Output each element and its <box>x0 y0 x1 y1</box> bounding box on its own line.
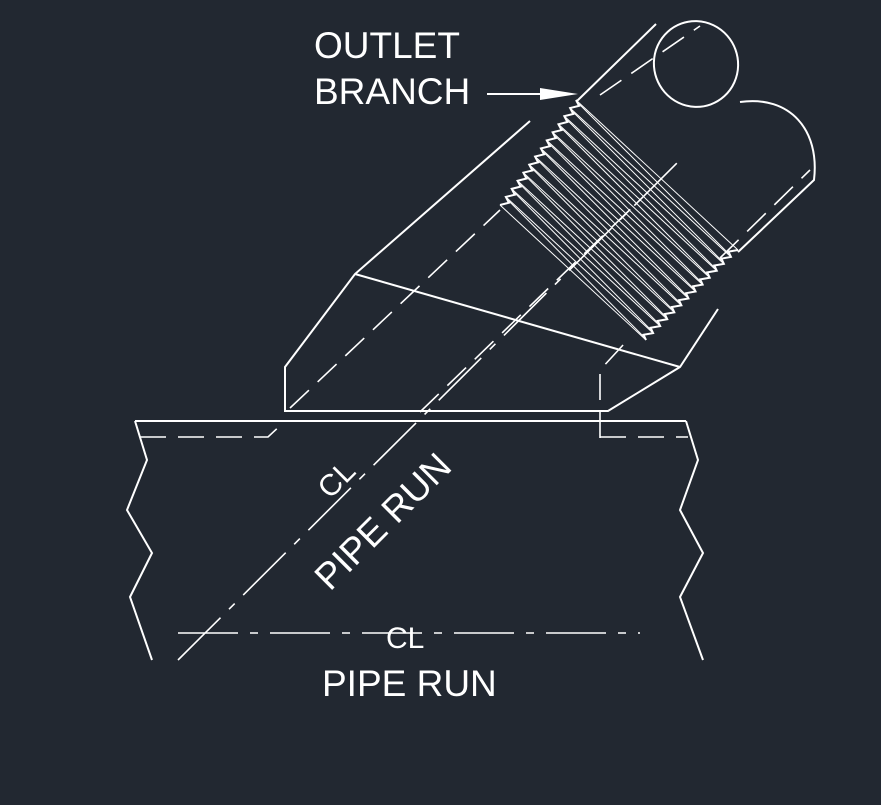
pipe-run <box>125 420 705 661</box>
outlet-hidden-bore-left <box>289 209 501 409</box>
thread-line <box>520 184 659 324</box>
thread-left-edge <box>499 99 581 206</box>
outlet-hidden-bore-mid <box>419 199 641 413</box>
thread-line <box>563 115 725 265</box>
thread-section <box>499 99 739 341</box>
run-centerline-symbol: CL <box>386 622 424 655</box>
thread-line <box>561 127 708 275</box>
thread-line <box>543 152 687 296</box>
thread-line <box>558 123 718 272</box>
thread-line <box>569 107 732 258</box>
branch-pipe-hidden-top <box>599 25 701 96</box>
thread-line <box>505 196 654 334</box>
branch-centerline-label: CL <box>312 454 362 504</box>
branch-pipe-break-curve <box>737 100 816 253</box>
thread-line <box>549 144 694 289</box>
thread-line <box>499 204 647 341</box>
thread-line <box>517 180 668 320</box>
label-outlet: OUTLET <box>314 25 460 66</box>
branch-centerline <box>177 159 681 661</box>
thread-line <box>540 148 696 292</box>
thread-line <box>575 99 739 251</box>
pipe-run-hidden-left <box>140 420 286 438</box>
thread-line <box>514 192 651 330</box>
pipe-run-left-break <box>125 420 154 661</box>
thread-line <box>546 140 703 285</box>
thread-right-edge <box>642 249 739 341</box>
thread-line <box>578 103 729 254</box>
thread-line <box>572 111 722 261</box>
centerline-symbol: CL <box>312 454 362 504</box>
thread-line <box>552 131 711 279</box>
outlet-bevel-line <box>354 273 681 368</box>
branch-pipe <box>576 20 816 259</box>
leader-arrow <box>487 88 578 100</box>
outlet-body <box>284 120 719 438</box>
thread-line <box>567 119 715 268</box>
thread-line <box>526 176 666 317</box>
branch-pipe-end-ellipse <box>652 20 740 108</box>
thread-line <box>531 168 673 310</box>
branch-pipe-top-edge <box>576 23 657 102</box>
outlet-hidden-right <box>599 343 625 438</box>
run-pipe-run-label: PIPE RUN <box>322 663 497 704</box>
label-branch: BRANCH <box>314 71 470 112</box>
thread-line <box>555 135 701 282</box>
thread-line <box>508 200 644 337</box>
pipe-run-right-break <box>678 420 705 661</box>
thread-line <box>511 188 661 327</box>
arrowhead-icon <box>540 88 578 100</box>
thread-line <box>523 172 675 313</box>
thread-line <box>534 156 689 299</box>
branch-pipe-hidden-bottom <box>719 169 811 259</box>
